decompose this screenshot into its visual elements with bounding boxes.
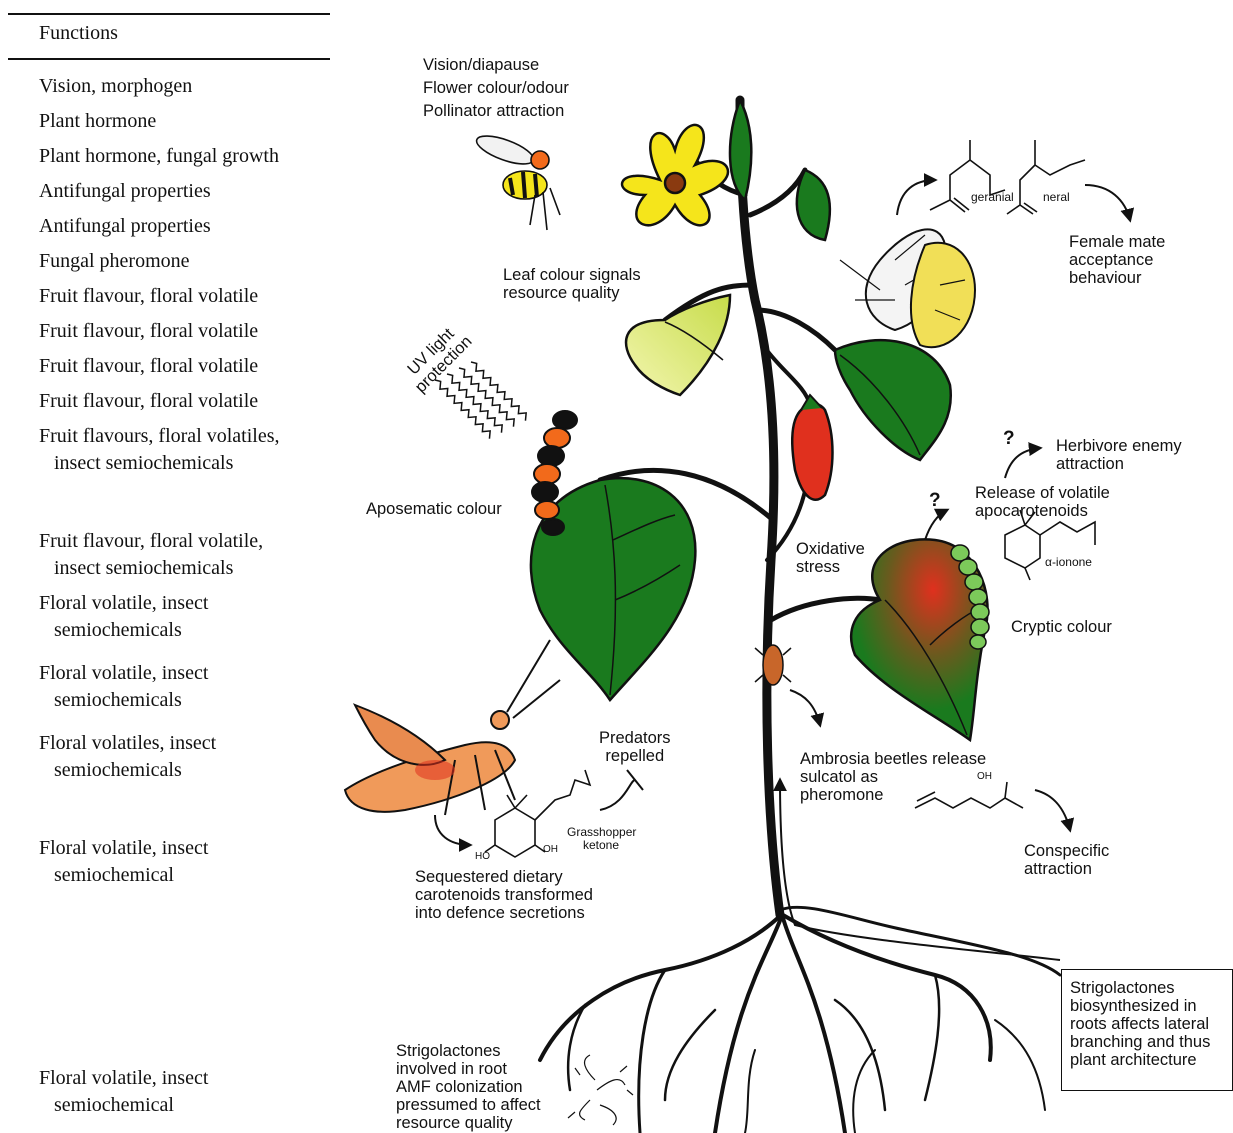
amf-fungus	[568, 1055, 633, 1125]
question-mark-herbivore: ?	[1003, 428, 1015, 450]
label-ambrosia-beetles: Ambrosia beetles release sulcatol as phe…	[800, 750, 986, 804]
function-row: Fruit flavour, floral volatile	[39, 388, 258, 415]
leaves	[531, 100, 988, 740]
label-herbivore-enemy: Herbivore enemy attraction	[1056, 437, 1182, 473]
function-row: Fungal pheromone	[39, 248, 190, 275]
question-mark-release: ?	[929, 490, 941, 512]
leaf-top-narrow	[730, 100, 751, 200]
fruit	[792, 404, 832, 500]
label-oxidative-stress: Oxidative stress	[796, 540, 865, 576]
label-female-mate: Female mate acceptance behaviour	[1069, 233, 1165, 287]
label-aposematic-colour: Aposematic colour	[366, 500, 502, 518]
label-cryptic-colour: Cryptic colour	[1011, 618, 1112, 636]
label-conspecific-attraction: Conspecific attraction	[1024, 842, 1109, 878]
label-strigolactones-architecture: Strigolactones biosynthesized in roots a…	[1070, 979, 1232, 1069]
function-row: Vision, morphogen	[39, 73, 192, 100]
label-chem-oh: OH	[543, 843, 558, 856]
label-neral: neral	[1043, 191, 1070, 204]
label-vision-flower-pollinator: Vision/diapause Flower colour/odour Poll…	[423, 56, 569, 120]
leaf-right-middle	[835, 340, 951, 460]
function-row: Fruit flavour, floral volatile	[39, 283, 258, 310]
label-release-volatile: Release of volatile apocarotenoids	[975, 484, 1110, 520]
table-header-rule	[8, 58, 330, 60]
label-sulcatol-oh: OH	[977, 770, 992, 783]
label-geranial: geranial	[971, 191, 1014, 204]
function-row: Antifungal properties	[39, 178, 211, 205]
function-row: Plant hormone, fungal growth	[39, 143, 279, 170]
function-row: Fruit flavour, floral volatile	[39, 318, 258, 345]
functions-table: Functions Vision, morphogen Plant hormon…	[0, 0, 335, 1133]
leaf-upper-right	[797, 170, 830, 240]
ambrosia-beetle	[755, 645, 791, 685]
grasshopper	[345, 640, 560, 815]
butterflies	[840, 229, 975, 347]
label-chem-ho: HO	[475, 850, 490, 863]
label-sequestered-carotenoids: Sequestered dietary carotenoids transfor…	[415, 868, 593, 922]
function-row: Fruit flavours, floral volatiles,insect …	[39, 423, 280, 477]
strigolactones-box: Strigolactones biosynthesized in roots a…	[1061, 969, 1233, 1091]
functions-header: Functions	[39, 22, 118, 45]
label-grasshopper-ketone: Grasshopper ketone	[567, 826, 636, 852]
function-row: Plant hormone	[39, 108, 156, 135]
table-top-rule	[8, 13, 330, 15]
label-predators-repelled: Predators repelled	[599, 729, 671, 765]
label-alpha-ionone: α-ionone	[1045, 556, 1092, 569]
bee	[473, 130, 560, 230]
plant-illustration	[335, 0, 1233, 1133]
function-row: Antifungal properties	[39, 213, 211, 240]
label-leaf-colour: Leaf colour signals resource quality	[503, 266, 641, 302]
function-row: Fruit flavour, floral volatile,insect se…	[39, 528, 263, 582]
plant-diagram: Vision/diapause Flower colour/odour Poll…	[335, 0, 1233, 1133]
function-row: Fruit flavour, floral volatile	[39, 353, 258, 380]
label-strigolactones-amf: Strigolactones involved in root AMF colo…	[396, 1042, 541, 1132]
flower	[622, 125, 728, 225]
